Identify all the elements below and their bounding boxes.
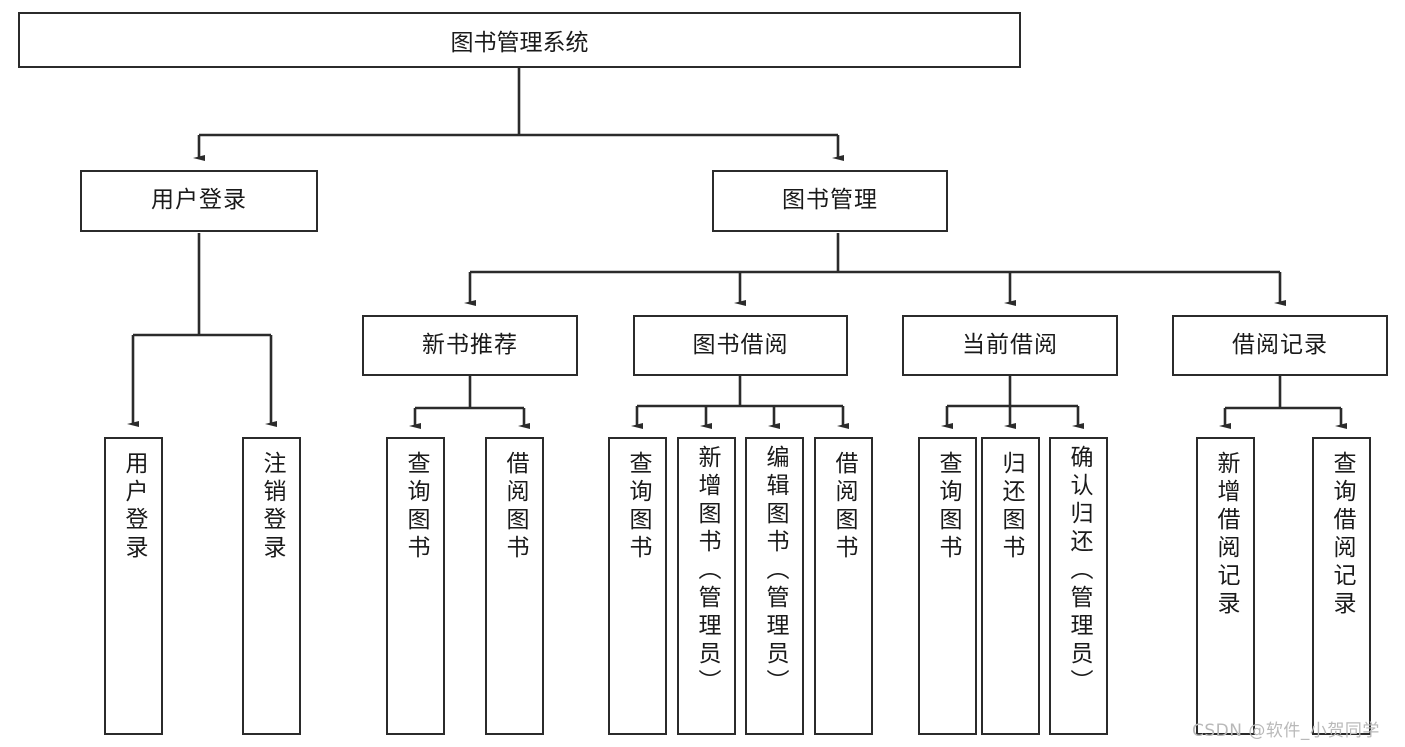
node-borrow-record[interactable]: 借阅记录	[1172, 315, 1388, 376]
node-book-management-label: 图书管理	[782, 187, 878, 214]
leaf-logout-label: 注销登录	[259, 451, 285, 563]
leaf-add-record-label: 新增借阅记录	[1213, 451, 1239, 619]
node-new-book-recommend-label: 新书推荐	[422, 331, 518, 358]
leaf-query-record-label: 查询借阅记录	[1329, 451, 1355, 619]
leaf-borrow-book-2[interactable]: 借阅图书	[814, 437, 873, 735]
leaf-query-book-1[interactable]: 查询图书	[386, 437, 445, 735]
csdn-watermark: CSDN @软件_小贺同学	[1192, 721, 1380, 741]
leaf-confirm-return[interactable]: 确认归还（管理员）	[1049, 437, 1108, 735]
node-current-borrow[interactable]: 当前借阅	[902, 315, 1118, 376]
leaf-return-book[interactable]: 归还图书	[981, 437, 1040, 735]
node-root-label: 图书管理系统	[450, 30, 589, 56]
leaf-borrow-book-1-label: 借阅图书	[502, 451, 528, 563]
node-book-management[interactable]: 图书管理	[712, 170, 948, 232]
leaf-query-book-1-label: 查询图书	[403, 451, 429, 563]
leaf-logout[interactable]: 注销登录	[242, 437, 301, 735]
leaf-confirm-return-label: 确认归还（管理员）	[1066, 445, 1092, 697]
node-user-login-label: 用户登录	[151, 187, 247, 214]
leaf-add-book[interactable]: 新增图书（管理员）	[677, 437, 736, 735]
leaf-query-book-3[interactable]: 查询图书	[918, 437, 977, 735]
leaf-query-book-2[interactable]: 查询图书	[608, 437, 667, 735]
leaf-add-record[interactable]: 新增借阅记录	[1196, 437, 1255, 735]
leaf-edit-book-label: 编辑图书（管理员）	[762, 445, 788, 697]
node-new-book-recommend[interactable]: 新书推荐	[362, 315, 578, 376]
leaf-return-book-label: 归还图书	[998, 451, 1024, 563]
leaf-user-login-label: 用户登录	[121, 451, 147, 563]
node-root[interactable]: 图书管理系统	[18, 12, 1021, 68]
leaf-borrow-book-1[interactable]: 借阅图书	[485, 437, 544, 735]
leaf-query-book-2-label: 查询图书	[625, 451, 651, 563]
leaf-user-login[interactable]: 用户登录	[104, 437, 163, 735]
leaf-query-record[interactable]: 查询借阅记录	[1312, 437, 1371, 735]
node-borrow-record-label: 借阅记录	[1232, 331, 1328, 358]
leaf-query-book-3-label: 查询图书	[935, 451, 961, 563]
node-book-borrow-label: 图书借阅	[692, 331, 789, 358]
leaf-edit-book[interactable]: 编辑图书（管理员）	[745, 437, 804, 735]
leaf-borrow-book-2-label: 借阅图书	[831, 451, 857, 563]
node-current-borrow-label: 当前借阅	[962, 331, 1058, 358]
leaf-add-book-label: 新增图书（管理员）	[694, 445, 720, 697]
node-book-borrow[interactable]: 图书借阅	[633, 315, 848, 376]
node-user-login[interactable]: 用户登录	[80, 170, 318, 232]
